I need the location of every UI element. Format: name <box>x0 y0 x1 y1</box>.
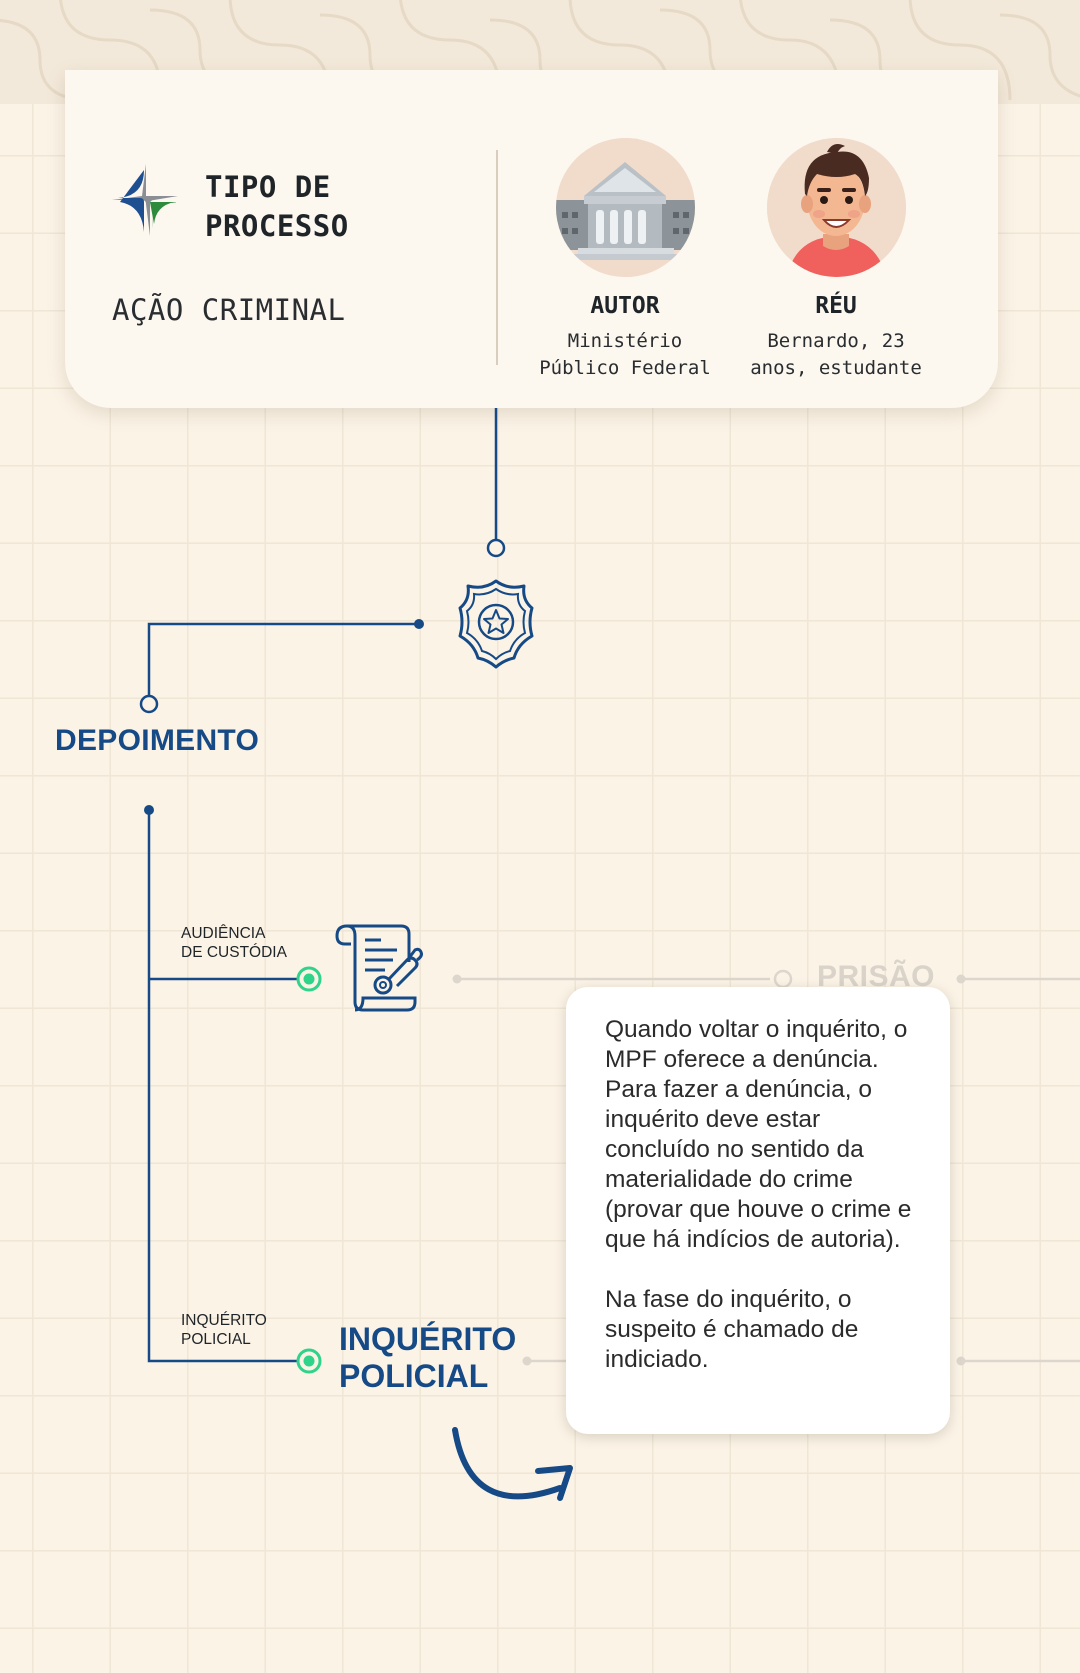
inquerito-label-text: INQUÉRITO POLICIAL <box>181 1312 267 1348</box>
audiencia-de-custodia-label: AUDIÊNCIA DE CUSTÓDIA <box>181 924 287 962</box>
mpf-logo-icon <box>112 164 178 236</box>
process-type-value: AÇÃO CRIMINAL <box>112 293 346 327</box>
signed-document-icon <box>335 924 423 1012</box>
info-paragraph-2: Na fase do inquérito, o suspeito é chama… <box>605 1286 859 1373</box>
curved-arrow-icon <box>452 1427 563 1500</box>
connector-node <box>486 538 506 558</box>
audiencia-label-text: AUDIÊNCIA DE CUSTÓDIA <box>181 925 287 961</box>
faded-connector-node <box>773 969 793 989</box>
info-text: Quando voltar o inquérito, o MPF oferece… <box>605 1015 925 1405</box>
faded-connector-dot <box>956 974 966 984</box>
active-node-dot <box>303 1355 315 1367</box>
depoimento-title: DEPOIMENTO <box>55 724 260 757</box>
inquerito-policial-label: INQUÉRITO POLICIAL <box>181 1311 267 1349</box>
process-header-card: TIPO DE PROCESSO AÇÃO CRIMINAL <box>65 70 998 408</box>
author-role: AUTOR <box>590 293 660 319</box>
connector-node <box>139 694 159 714</box>
courthouse-icon <box>555 138 695 277</box>
police-badge-icon <box>458 579 534 669</box>
process-type-heading: TIPO DE PROCESSO <box>205 170 349 243</box>
arrow-head <box>535 1465 573 1501</box>
author-description: Ministério Público Federal <box>539 330 711 379</box>
connector-line <box>147 622 419 696</box>
defendant-party: RÉU Bernardo, 23 anos, estudante <box>731 138 941 382</box>
faded-connector-dot <box>522 1356 532 1366</box>
faded-connector-dot <box>452 974 462 984</box>
defendant-description: Bernardo, 23 anos, estudante <box>750 330 922 379</box>
defendant-role: RÉU <box>815 293 857 319</box>
info-paragraph-1: Quando voltar o inquérito, o MPF oferece… <box>605 1016 912 1253</box>
active-node-dot <box>303 973 315 985</box>
info-tooltip-box: Quando voltar o inquérito, o MPF oferece… <box>566 987 950 1434</box>
inquerito-policial-title: INQUÉRITO POLICIAL <box>339 1321 517 1394</box>
faded-connector-dot <box>956 1356 966 1366</box>
young-man-avatar-icon <box>766 138 906 277</box>
author-party: AUTOR Ministério Público Federal <box>520 138 730 382</box>
connector-dot <box>414 619 424 629</box>
connector-line <box>147 810 298 1363</box>
card-divider <box>496 150 498 365</box>
